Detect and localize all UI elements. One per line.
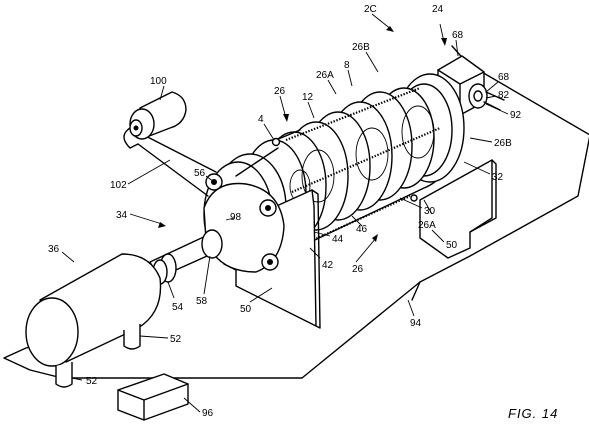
label-42: 42 (322, 260, 334, 271)
label-102: 102 (110, 180, 127, 191)
label-68-right: 68 (498, 72, 510, 83)
label-26a-mid: 26A (418, 220, 436, 231)
label-50-left: 50 (240, 304, 252, 315)
label-94: 94 (410, 318, 422, 329)
label-4: 4 (258, 114, 264, 125)
label-24: 24 (432, 4, 444, 15)
controller-box (117, 373, 189, 421)
label-30: 30 (424, 206, 436, 217)
label-52-upper: 52 (170, 334, 182, 345)
label-58: 58 (196, 296, 208, 307)
label-54: 54 (172, 302, 184, 313)
label-46: 46 (356, 224, 368, 235)
label-32: 32 (492, 172, 504, 183)
label-100: 100 (150, 76, 167, 87)
label-92: 92 (510, 110, 522, 121)
label-68-top: 68 (452, 30, 464, 41)
label-98: 98 (230, 212, 242, 223)
label-34: 34 (116, 210, 128, 221)
ground-wire-94 (3, 45, 589, 379)
label-26b-top: 26B (352, 42, 370, 53)
label-8: 8 (344, 60, 350, 71)
rear-bracket (419, 159, 493, 259)
label-2c: 2C (364, 4, 377, 15)
label-56: 56 (194, 168, 206, 179)
reference-numerals: 2C 24 68 26B 68 8 26A 82 100 92 26 12 4 … (48, 4, 522, 419)
label-44: 44 (332, 234, 344, 245)
label-82: 82 (498, 90, 510, 101)
label-50-right: 50 (446, 240, 458, 251)
label-36: 36 (48, 244, 60, 255)
label-26-bottom: 26 (352, 264, 364, 275)
label-12: 12 (302, 92, 314, 103)
label-26b-right: 26B (494, 138, 512, 149)
label-26-top: 26 (274, 86, 286, 97)
label-96: 96 (202, 408, 214, 419)
figure-label: FIG. 14 (508, 406, 558, 421)
main-motor (25, 253, 162, 388)
leader-lines (61, 13, 509, 413)
label-26a-top: 26A (316, 70, 334, 81)
tie-rod-lower (299, 194, 411, 248)
label-52-lower: 52 (86, 376, 98, 387)
